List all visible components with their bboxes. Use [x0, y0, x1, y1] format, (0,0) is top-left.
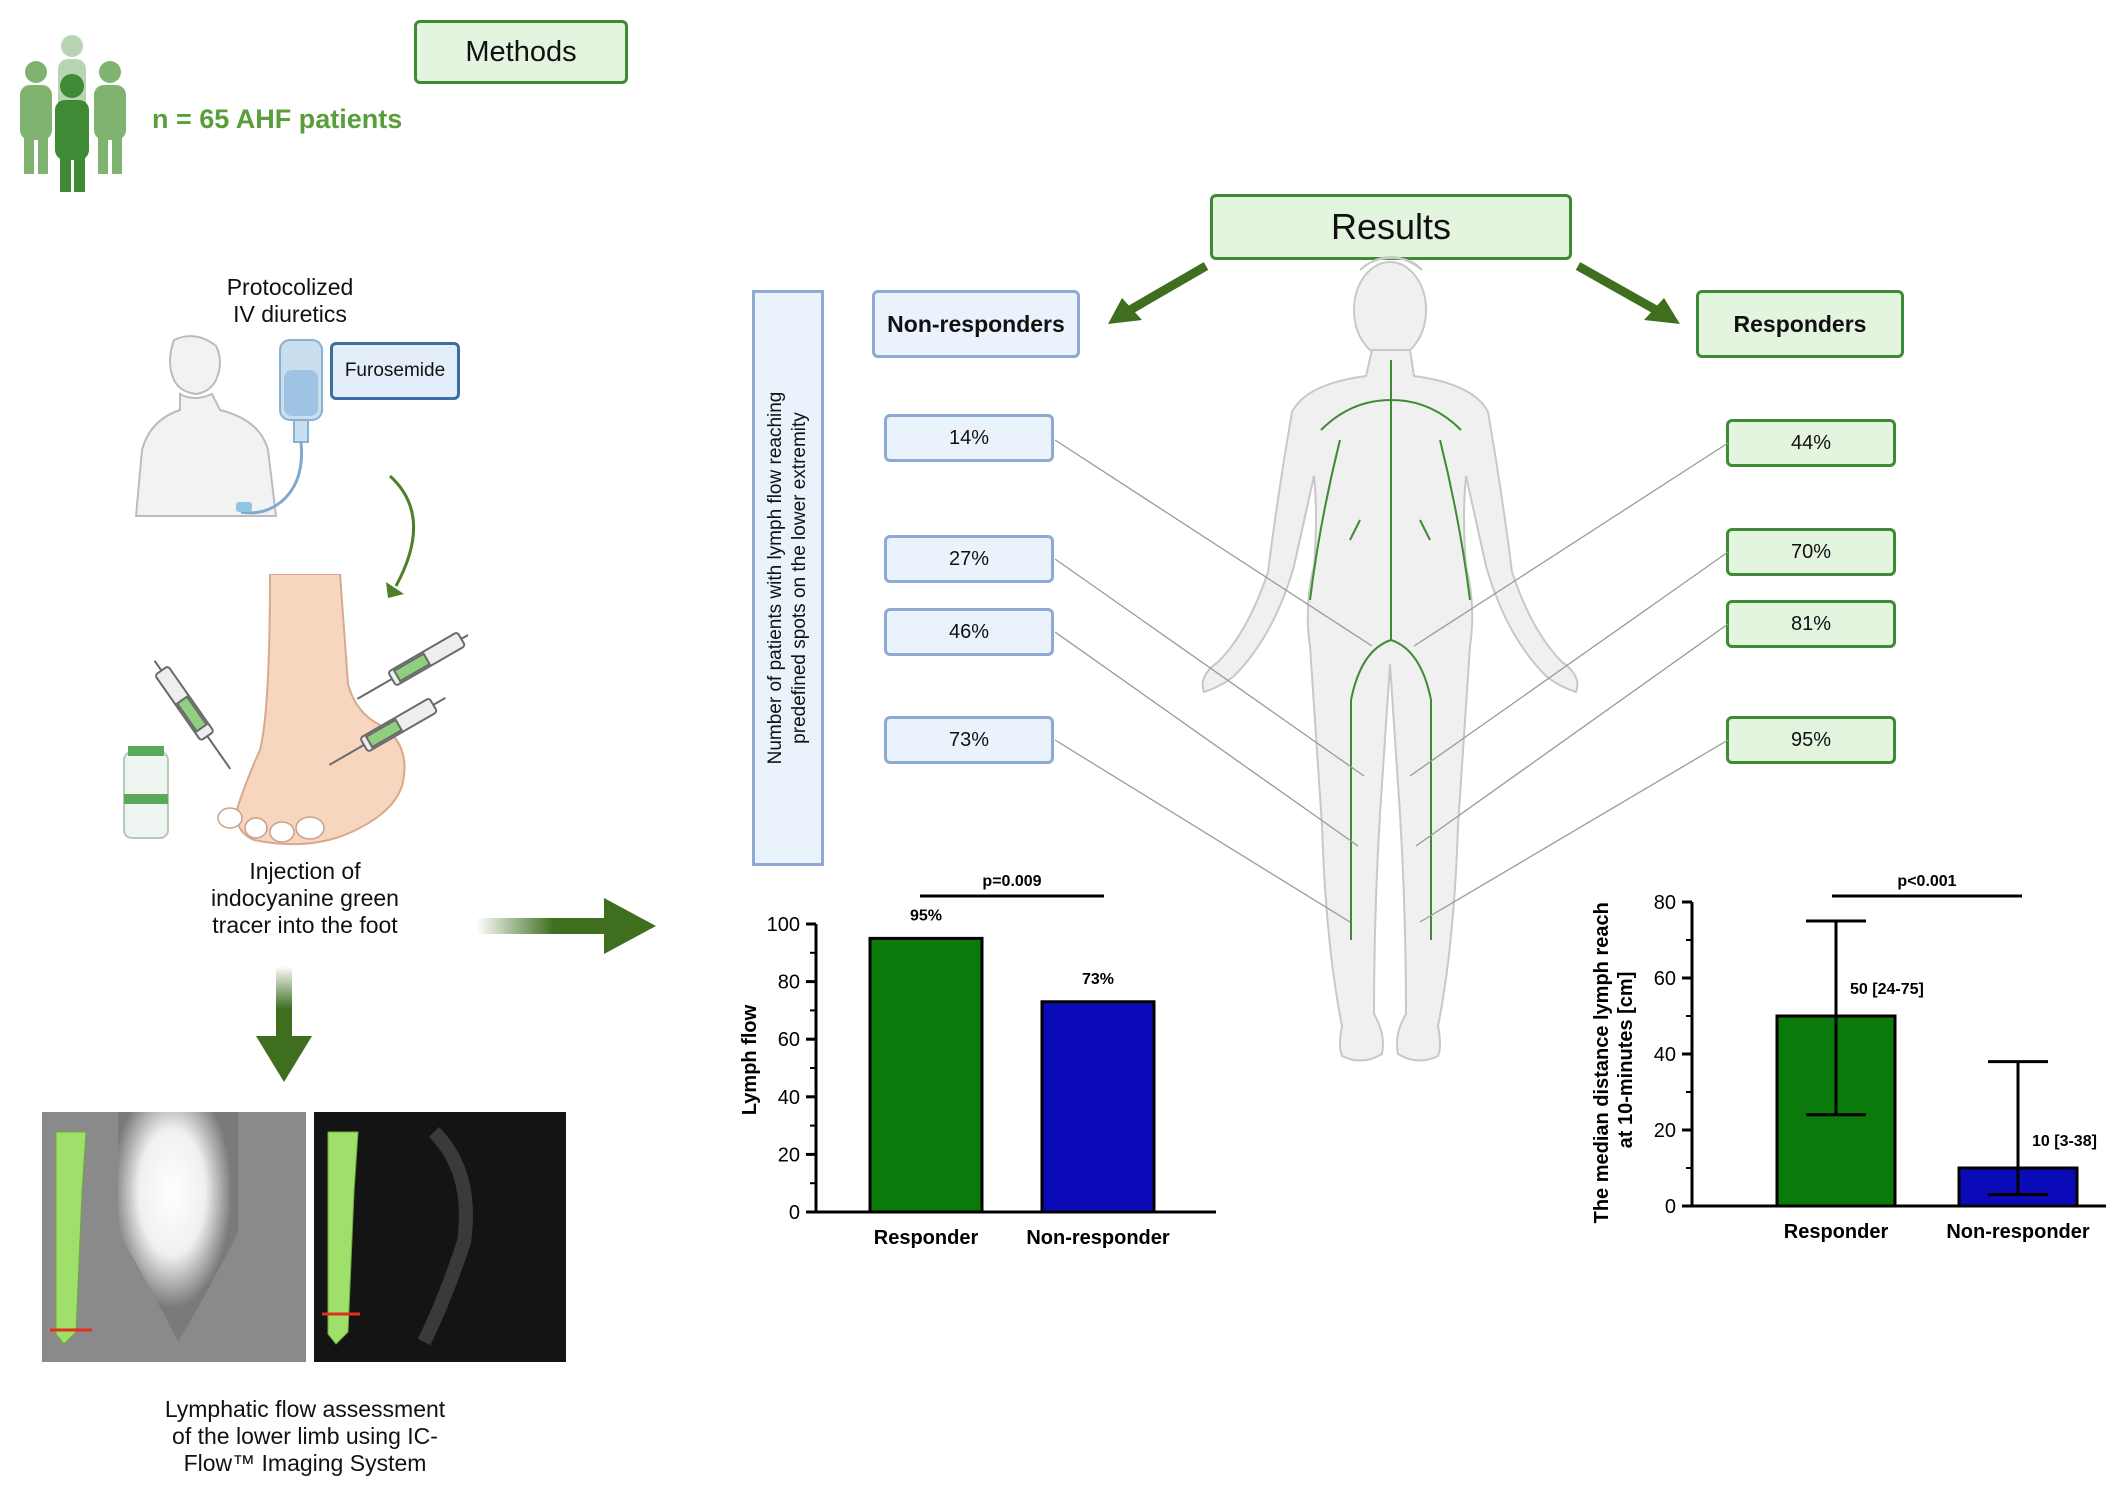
non-responder-pct-2-value: 27% [948, 547, 990, 570]
chart1-y-tick-label: 0 [789, 1202, 800, 1224]
step1-line2: IV diuretics [233, 301, 347, 327]
vertical-label-box [752, 290, 824, 866]
results-arrows-icon [1108, 262, 1680, 324]
non-responder-pct-3-value: 46% [948, 620, 990, 643]
chart2-y-axis-label: The median distance lymph reach at 10-mi… [1591, 897, 1637, 1224]
icg-image-right [314, 1112, 566, 1362]
chart1-data-label: 73% [1082, 971, 1114, 988]
curved-arrow-icon [386, 474, 415, 598]
foot-injection-illustration [123, 574, 468, 846]
chart2-y-axis-label-line2: at 10-minutes [cm] [1615, 972, 1637, 1149]
results-title-box: Results [1210, 194, 1572, 260]
step2-line3: tracer into the foot [212, 912, 398, 938]
chart1-y-tick-label: 20 [778, 1144, 800, 1166]
chart2-y-axis-label-line1: The median distance lymph reach [1591, 902, 1613, 1223]
step2-line1: Injection of [249, 858, 361, 884]
step3-line3: Flow™ Imaging System [183, 1450, 427, 1476]
non-responders-label: Non-responders [887, 310, 1065, 337]
responder-pct-4-value: 95% [1790, 728, 1832, 751]
non-responder-pct-3: 46% [884, 608, 1054, 656]
non-responder-pct-1-value: 14% [948, 426, 990, 449]
non-responder-pct-2: 27% [884, 535, 1054, 583]
responder-pct-2: 70% [1726, 528, 1896, 576]
responder-pct-4: 95% [1726, 716, 1896, 764]
patient-iv-illustration [134, 335, 323, 517]
responders-label: Responders [1733, 310, 1867, 337]
chart2-y-tick-label: 60 [1654, 968, 1676, 990]
chart1-y-tick-label: 100 [767, 914, 800, 936]
results-title: Results [1330, 206, 1452, 247]
step3-line1: Lymphatic flow assessment [164, 1396, 446, 1422]
chart2-y-tick-label: 80 [1654, 892, 1676, 914]
chart1-bar-non-responder [1040, 1000, 1156, 1214]
non-responder-pct-4-value: 73% [948, 728, 990, 751]
chart2-data-label: 10 [3-38] [2032, 1133, 2097, 1150]
responder-pct-3-value: 81% [1790, 612, 1832, 635]
chart1-x-tick-label: Non-responder [1026, 1227, 1170, 1249]
furosemide-label: Furosemide [344, 360, 446, 381]
chart2-y-tick-label: 40 [1654, 1044, 1676, 1066]
chart2-data-label: 50 [24-75] [1850, 981, 1924, 998]
step1-line1: Protocolized [226, 274, 354, 300]
chart1-bar-responder [868, 936, 984, 1214]
chart1-y-axis-label: Lymph flow [739, 1004, 761, 1115]
chart2-y-tick-label: 20 [1654, 1120, 1676, 1142]
chart1-x-tick-label: Responder [874, 1227, 979, 1249]
chart2-x-tick-label: Non-responder [1946, 1221, 2090, 1243]
non-responder-pct-4: 73% [884, 716, 1054, 764]
arrow-right-icon [476, 898, 656, 954]
methods-title: Methods [465, 35, 577, 68]
chart2-y-tick-label: 0 [1665, 1196, 1676, 1218]
responder-pct-1-value: 44% [1790, 431, 1832, 454]
people-group-icon [20, 35, 126, 192]
median-distance-bar-chart: The median distance lymph reach at 10-mi… [1591, 873, 2106, 1243]
step1-caption: Protocolized IV diuretics [180, 274, 400, 328]
chart2-significance-label: p<0.001 [1897, 873, 1956, 890]
chart1-y-tick-label: 60 [778, 1029, 800, 1051]
chart1-y-tick-label: 40 [778, 1087, 800, 1109]
step2-line2: indocyanine green [211, 885, 399, 911]
icg-image-left [42, 1112, 306, 1362]
chart1-significance-label: p=0.009 [982, 873, 1041, 890]
lymph-flow-bar-chart: Lymph flow 0 20 40 60 80 100 95% Responder 73% No… [739, 873, 1216, 1249]
non-responders-header: Non-responders [872, 290, 1080, 358]
step2-caption: Injection of indocyanine green tracer in… [180, 858, 430, 939]
responder-pct-2-value: 70% [1790, 540, 1832, 563]
methods-title-box: Methods [414, 20, 628, 84]
furosemide-label-box: Furosemide [330, 342, 460, 400]
patients-label: n = 65 AHF patients [152, 104, 403, 134]
chart1-data-label: 95% [910, 907, 942, 924]
non-responder-pct-1: 14% [884, 414, 1054, 462]
step3-caption: Lymphatic flow assessment of the lower l… [130, 1396, 480, 1477]
arrow-down-icon [256, 966, 312, 1082]
chart1-y-tick-label: 80 [778, 972, 800, 994]
step3-line2: of the lower limb using IC- [172, 1423, 438, 1449]
chart2-x-tick-label: Responder [1784, 1221, 1889, 1243]
responder-pct-1: 44% [1726, 419, 1896, 467]
responders-header: Responders [1696, 290, 1904, 358]
